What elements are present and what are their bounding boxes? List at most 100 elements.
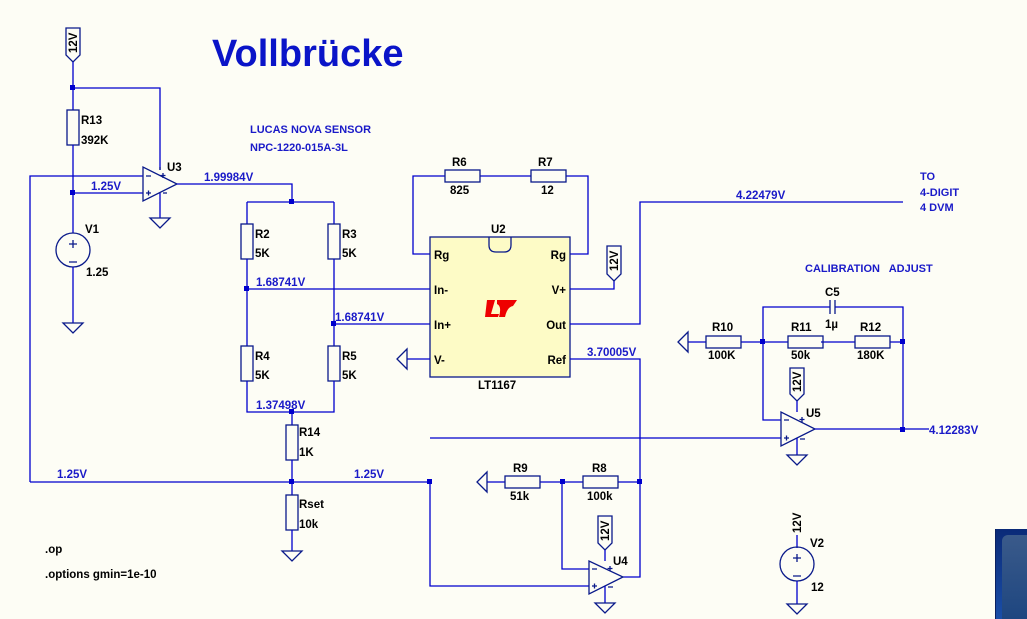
svg-text:R12: R12 [860,322,881,334]
svg-text:R7: R7 [538,157,553,169]
supply-flag-top-left[interactable]: 12V [65,27,81,63]
junction [289,199,294,204]
svg-text:392K: 392K [81,135,109,147]
opamp-u3[interactable]: U3 [142,162,182,203]
resistor-r2[interactable]: R2 5K [240,223,270,260]
voltage-source-v2[interactable]: V2 12 [779,538,824,594]
svg-text:R3: R3 [342,229,357,241]
junction [244,286,249,291]
svg-text:100k: 100k [587,491,613,503]
schematic-title: Vollbrücke [212,33,403,75]
capacitor-c5[interactable]: C5 1µ [825,287,840,331]
desktop-widget[interactable] [995,529,1027,619]
network-icon [1002,535,1027,619]
ground-icon [785,603,809,615]
svg-text:R5: R5 [342,351,357,363]
svg-text:1.25: 1.25 [86,267,109,279]
resistor-r6[interactable]: R6 825 [444,157,481,197]
opamp-u5[interactable]: U5 [780,408,821,448]
resistor-r13[interactable]: R13 392K [66,109,109,147]
ground-icon [396,347,408,371]
supply-flag-u5[interactable]: 12V [789,367,805,402]
svg-text:R9: R9 [513,463,528,475]
pin-in-minus: In- [434,285,448,297]
svg-text:R13: R13 [81,115,102,127]
svg-text:10k: 10k [299,519,319,531]
options-directive[interactable]: .options gmin=1e-10 [45,569,157,581]
resistor-r8[interactable]: R8 100k [582,463,619,503]
svg-text:R4: R4 [255,351,270,363]
junction [289,409,294,414]
sensor-note-line1: LUCAS NOVA SENSOR [250,124,371,136]
svg-text:R11: R11 [791,322,812,334]
net-label-bridge-left: 1.68741V [256,277,306,289]
resistor-r5[interactable]: R5 5K [327,345,357,382]
resistor-rset[interactable]: Rset 10k [285,494,324,531]
pin-rg-right: Rg [551,250,566,262]
svg-text:U3: U3 [167,162,182,174]
ground-icon [280,550,304,562]
wire-feedback-u3-minus [29,175,143,482]
voltage-source-v1[interactable]: V1 1.25 [55,224,109,279]
ground-icon [476,470,488,494]
pin-v-plus: V+ [552,285,567,297]
svg-text:12V: 12V [609,250,621,271]
svg-text:50k: 50k [791,350,811,362]
junction [289,479,294,484]
net-label-bridge-bottom: 1.37498V [256,400,306,412]
resistor-r12[interactable]: R12 180K [854,322,891,362]
svg-text:U2: U2 [491,224,506,236]
resistor-r9[interactable]: R9 51k [504,463,541,503]
junction [900,427,905,432]
pin-ref: Ref [547,355,566,367]
svg-text:R8: R8 [592,463,607,475]
resistor-r3[interactable]: R3 5K [327,223,357,260]
svg-text:LT1167: LT1167 [478,380,516,392]
wire-u2-ref [570,358,641,578]
resistor-r4[interactable]: R4 5K [240,345,270,382]
output-note-line1: TO [920,171,936,183]
pin-in-plus: In+ [434,320,451,332]
svg-text:51k: 51k [510,491,530,503]
svg-text:5K: 5K [342,370,357,382]
net-label-bridge-right: 1.68741V [335,312,385,324]
supply-flag-u2[interactable]: 12V [606,245,622,282]
resistor-r11[interactable]: R11 50k [787,322,824,362]
junction [427,479,432,484]
svg-text:U5: U5 [806,408,821,420]
sensor-note-line2: NPC-1220-015A-3L [250,142,348,154]
svg-text:V1: V1 [85,224,100,236]
svg-text:12: 12 [811,582,824,594]
junction [637,479,642,484]
pin-v-minus: V- [434,355,445,367]
opamp-u4[interactable]: U4 [588,556,628,596]
resistor-r14[interactable]: R14 1K [285,424,321,461]
ground-icon [785,454,809,466]
ic-u2-lt1167[interactable]: U2 LT1167 Rg In- In+ V- Rg V+ Out Ref [429,224,571,392]
junction [70,85,75,90]
pin-out: Out [546,320,566,332]
calibration-note: CALIBRATION ADJUST [805,263,933,275]
pin-rg-left: Rg [434,250,449,262]
resistor-r7[interactable]: R7 12 [530,157,567,197]
svg-text:5K: 5K [255,248,270,260]
net-label-rset-left: 1.25V [57,469,87,481]
resistor-r10[interactable]: R10 100K [705,322,742,362]
ground-icon [61,322,85,334]
junction [70,190,75,195]
net-label-u5-out: 4.12283V [929,425,979,437]
v2-net-label: 12V [792,512,804,533]
ground-icon [148,217,172,229]
svg-text:180K: 180K [857,350,885,362]
svg-text:5K: 5K [255,370,270,382]
ground-icon [593,602,617,614]
op-directive[interactable]: .op [45,544,62,556]
supply-flag-u4[interactable]: 12V [597,515,613,551]
net-label-u2-ref: 3.70005V [587,347,637,359]
output-note-line2: 4-DIGIT [920,187,959,199]
svg-text:100K: 100K [708,350,736,362]
net-label-v1: 1.25V [91,181,121,193]
output-note-line3: 4 DVM [920,202,954,214]
ground-icon [677,330,689,354]
